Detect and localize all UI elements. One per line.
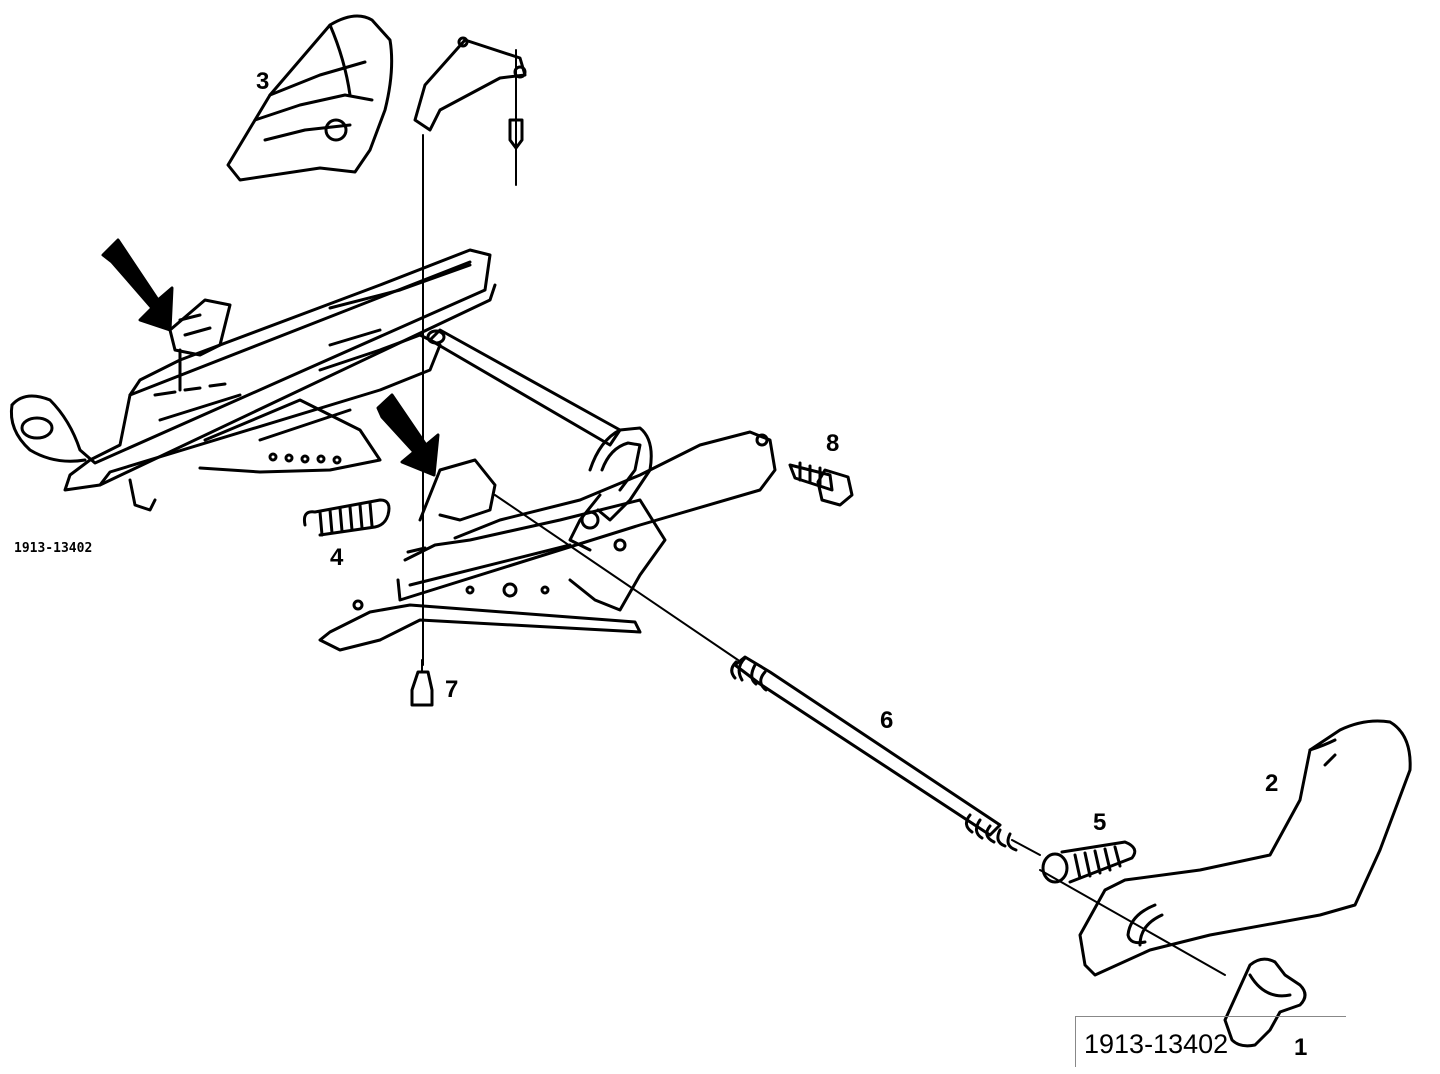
rear-cover-part bbox=[226, 14, 394, 182]
center-arrow-indicator bbox=[376, 393, 440, 477]
spring-part-4 bbox=[303, 498, 391, 537]
figure-code-box: 1913-13402 bbox=[1075, 1016, 1346, 1067]
figure-code-text: 1913-13402 bbox=[1084, 1029, 1229, 1059]
part-label-7: 7 bbox=[445, 676, 459, 703]
lower-rivet-part-7 bbox=[410, 670, 434, 707]
bolt-part-8 bbox=[788, 461, 854, 507]
knob-part-1 bbox=[1223, 957, 1307, 1048]
upper-bracket bbox=[413, 36, 527, 132]
left-arrow-indicator bbox=[101, 238, 174, 332]
cable-rod-part-6 bbox=[494, 494, 1041, 856]
upper-rivet bbox=[508, 118, 524, 150]
part-label-2: 2 bbox=[1265, 770, 1279, 797]
left-seat-rail bbox=[9, 248, 497, 512]
part-label-1: 1 bbox=[1294, 1034, 1308, 1061]
part-label-5: 5 bbox=[1093, 809, 1107, 836]
part-label-6: 6 bbox=[880, 707, 894, 734]
part-label-4: 4 bbox=[330, 544, 344, 571]
spring-part-5 bbox=[1039, 840, 1226, 976]
cross-tube bbox=[426, 328, 622, 447]
figure-code-small: 1913-13402 bbox=[14, 541, 93, 556]
part-label-8: 8 bbox=[826, 430, 840, 457]
right-seat-rail bbox=[318, 426, 777, 652]
lever-cover-part-2 bbox=[1078, 719, 1412, 977]
part-label-3: 3 bbox=[256, 68, 270, 95]
